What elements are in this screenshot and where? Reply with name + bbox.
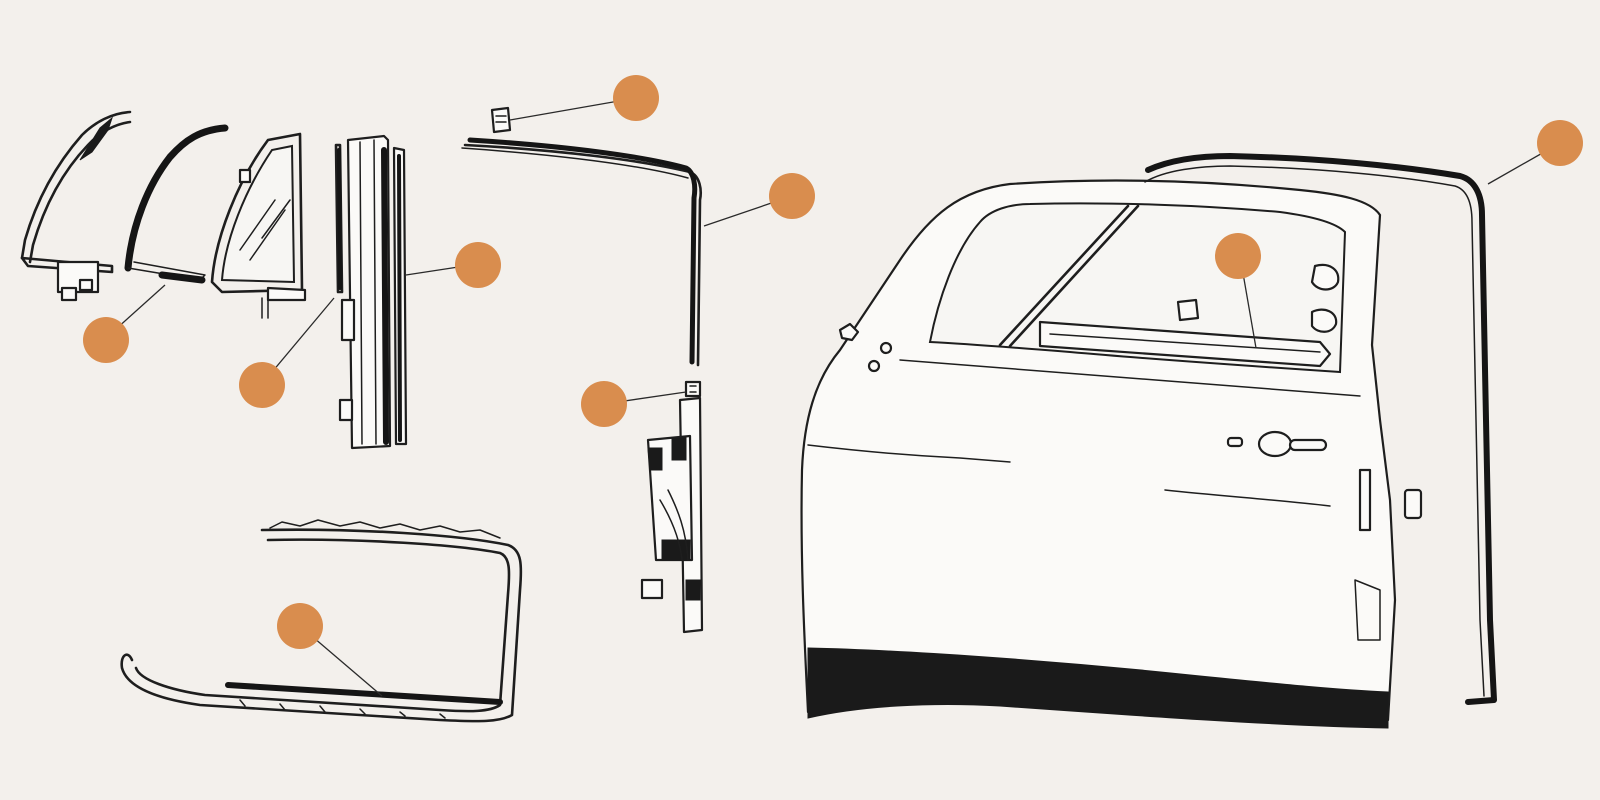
marker-upper-clip[interactable] [613,75,659,121]
marker-division-channel-seal[interactable] [455,242,501,288]
division-channel-felt [334,143,344,294]
window-regulator [640,396,704,634]
marker-window-frame-seal[interactable] [769,173,815,219]
window-frame-seal-part [461,137,702,367]
body-aperture-seal-part [1144,153,1497,705]
marker-waist-rail-seal[interactable] [1215,233,1261,279]
marker-lower-clip[interactable] [581,381,627,427]
marker-body-aperture-seal[interactable] [1537,120,1583,166]
quarter-glass [210,132,307,319]
marker-door-shell-seal[interactable] [277,603,323,649]
door-shell [800,179,1397,729]
upper-clip-part [490,106,512,134]
lower-clip-part [684,380,702,398]
quarter-vent-seal-strip [124,124,229,284]
marker-quarter-vent-seal[interactable] [83,317,129,363]
marker-layer [83,75,1583,649]
door-hardware-small [838,263,1423,520]
marker-division-channel-felt[interactable] [239,362,285,408]
division-channel [338,134,408,450]
door-bottom-seal [120,519,523,723]
quarter-vent-frame [20,110,132,302]
